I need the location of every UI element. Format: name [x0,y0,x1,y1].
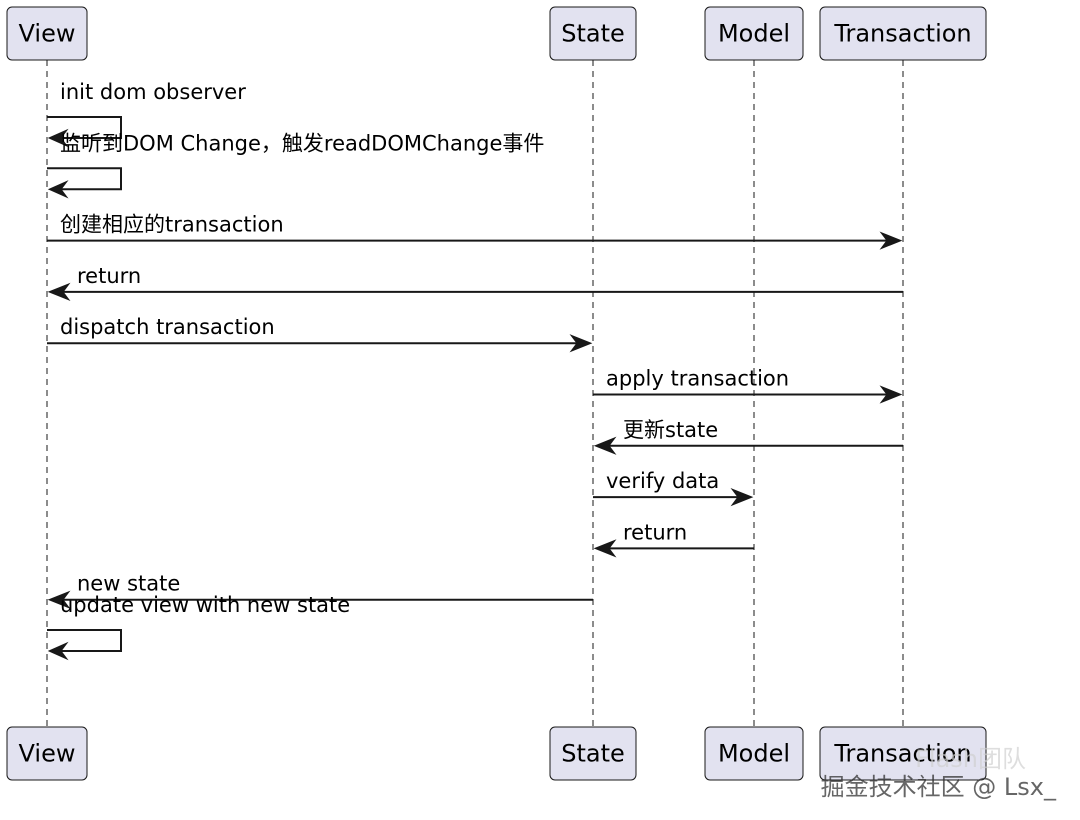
participant-box-state [549,726,637,781]
participant-box-view [6,6,88,61]
watermark-subtext: Flash团队 [915,745,1026,773]
message-label: 创建相应的transaction [60,213,284,237]
arrow-head-icon [730,487,754,507]
participant-label-view: View [19,740,76,768]
participant-box-state [549,6,637,61]
participant-model-bottom: Model [704,726,804,781]
participant-label-view: View [19,20,76,48]
arrow-head-icon [47,590,71,609]
participant-state-bottom: State [549,726,637,781]
participants-bottom: View State Model Transaction [6,726,987,781]
participant-label-state: State [561,20,625,48]
participant-box-view [6,726,88,781]
participant-box-transaction [819,726,987,781]
message-line [47,629,122,652]
message-label: new state [77,572,180,596]
message-10: new state [47,572,593,609]
message-2: 监听到DOM Change，触发readDOMChange事件 [47,131,544,199]
participant-box-model [704,6,804,61]
message-label: apply transaction [606,367,789,391]
message-line [47,116,122,139]
message-9: return [593,520,754,558]
arrow-head-icon [47,282,71,302]
message-4: return [47,264,903,302]
arrow-head-icon [47,128,69,148]
message-1: init dom observer [47,80,246,148]
arrow-head-icon [879,385,903,404]
arrow-head-icon [569,334,593,353]
message-label: dispatch transaction [60,315,275,339]
participant-model-top: Model [704,6,804,61]
message-label: verify data [606,469,719,493]
message-label: 更新state [623,418,718,442]
watermark-text: 掘金技术社区 @ Lsx_ [820,773,1056,801]
participant-label-state: State [561,740,625,768]
watermark: Flash团队 掘金技术社区 @ Lsx_ [820,745,1056,802]
arrow-head-icon [593,436,617,455]
participant-transaction-top: Transaction [819,6,987,61]
message-label: return [77,264,141,288]
message-label: return [623,520,687,544]
arrow-head-icon [47,180,69,199]
participant-label-model: Model [718,740,790,768]
message-label: update view with new state [60,593,350,617]
message-5: dispatch transaction [47,315,593,353]
participant-view-bottom: View [6,726,88,781]
message-3: 创建相应的transaction [47,213,903,250]
participants-top: View State Model Transaction [6,6,987,61]
arrow-head-icon [47,641,69,661]
participant-view-top: View [6,6,88,61]
participant-box-transaction [819,6,987,61]
message-8: verify data [593,469,754,507]
participant-box-model [704,726,804,781]
arrow-head-icon [593,539,617,558]
messages: init dom observer 监听到DOM Change，触发readDOM… [47,80,903,661]
message-7: 更新state [593,418,903,455]
participant-label-model: Model [718,20,790,48]
message-11: update view with new state [47,593,350,661]
message-6: apply transaction [593,367,903,404]
arrow-head-icon [879,231,903,250]
message-line [47,167,122,191]
participant-label-transaction: Transaction [833,20,971,48]
participant-transaction-bottom: Transaction [819,726,987,781]
message-label: 监听到DOM Change，触发readDOMChange事件 [60,131,544,155]
participant-state-top: State [549,6,637,61]
message-label: init dom observer [60,80,246,104]
participant-label-transaction: Transaction [833,740,971,768]
